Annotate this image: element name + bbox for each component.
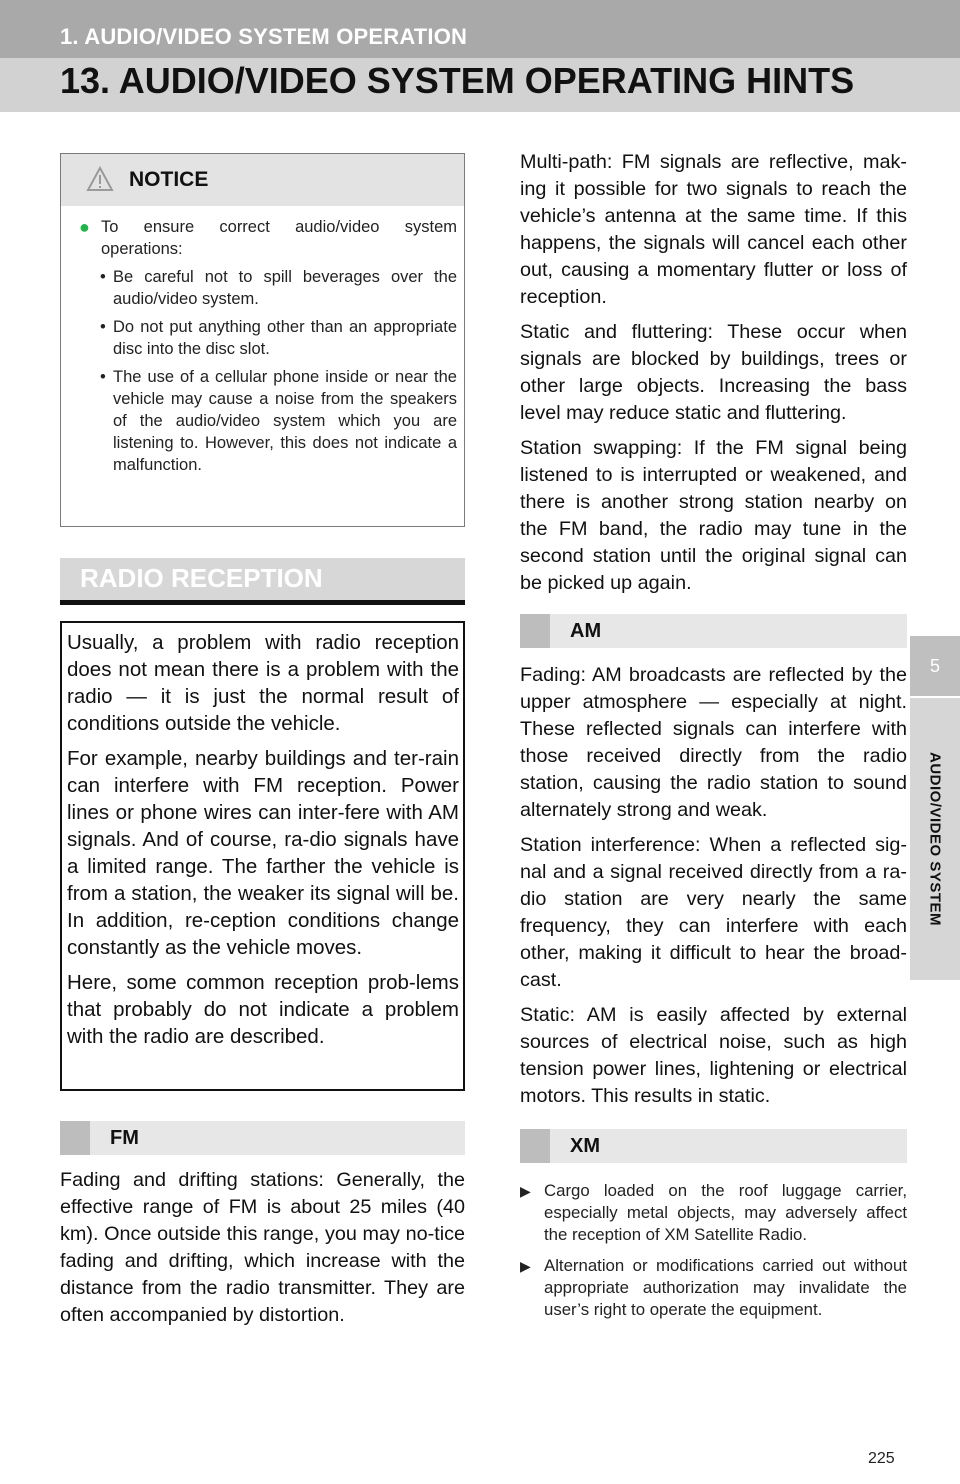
paragraph: Multi-path: FM signals are reflective, m… [520,151,907,308]
bullet-icon: • [100,268,106,286]
page-number: 225 [868,1450,895,1467]
list-item: • Be careful not to spill beverages over … [79,266,457,310]
notice-lead: ● To ensure correct audio/video system o… [79,216,457,260]
paragraph: For example, nearby buildings and ter-ra… [67,747,459,959]
paragraph: Fading: AM broadcasts are reflected by t… [520,664,907,821]
heading-marker [520,1129,550,1163]
list-item-text: Be careful not to spill beverages over t… [113,268,457,308]
bullet-icon: • [100,368,106,386]
list-item: ▶ Alternation or modifications carried ou… [520,1255,907,1321]
heading-marker [60,1121,90,1155]
paragraph: Fading and drifting stations: Generally,… [60,1169,465,1326]
notice-body: ● To ensure correct audio/video system o… [79,216,457,482]
paragraph: Static: AM is easily affected by externa… [520,1004,907,1107]
chapter-tab-label: AUDIO/VIDEO SYSTEM [926,751,944,927]
list-item-text: Alternation or modifications carried out… [544,1256,907,1319]
paragraph: Usually, a problem with radio reception … [67,631,459,735]
page-header: 1. AUDIO/VIDEO SYSTEM OPERATION 13. AUDI… [0,0,960,112]
page-title: 13. AUDIO/VIDEO SYSTEM OPERATING HINTS [60,60,855,101]
paragraph: Station swapping: If the FM signal being… [520,437,907,594]
section-label: 1. AUDIO/VIDEO SYSTEM OPERATION [60,24,468,49]
list-item-text: The use of a cellular phone inside or ne… [113,368,457,474]
green-bullet-icon: ● [79,217,90,237]
list-item: • Do not put anything other than an appro… [79,316,457,360]
fm-heading-label: FM [110,1127,139,1149]
radio-reception-box: Usually, a problem with radio reception … [60,621,465,1091]
warning-icon [86,166,114,191]
notice-lead-text: To ensure correct audio/video system ope… [101,218,457,258]
fm-text-right: Multi-path: FM signals are reflective, m… [520,149,907,605]
chapter-number-tab: 5 [910,636,960,696]
radio-reception-heading-bar [60,558,465,600]
heading-rule [60,600,465,605]
am-heading-label: AM [570,620,602,642]
notice-title: NOTICE [129,168,209,191]
heading-marker [520,614,550,648]
notice-list: • Be careful not to spill beverages over … [79,266,457,476]
paragraph: Station interference: When a reflected s… [520,834,907,991]
triangle-bullet-icon: ▶ [520,1183,531,1199]
list-item: • The use of a cellular phone inside or n… [79,366,457,476]
xm-heading-label: XM [570,1135,600,1157]
bullet-icon: • [100,318,106,336]
fm-heading: FM [60,1121,465,1155]
triangle-bullet-icon: ▶ [520,1258,531,1274]
paragraph: Static and fluttering: These occur when … [520,321,907,424]
notice-box: NOTICE ● To ensure correct audio/video s… [60,153,465,527]
xm-list: ▶ Cargo loaded on the roof luggage carrie… [520,1180,907,1330]
list-item-text: Cargo loaded on the roof luggage carrier… [544,1181,907,1244]
list-item: ▶ Cargo loaded on the roof luggage carrie… [520,1180,907,1246]
list-item-text: Do not put anything other than an approp… [113,318,457,358]
section-banner [0,0,960,58]
am-text: Fading: AM broadcasts are reflected by t… [520,662,907,1118]
paragraph: Here, some common reception prob-lems th… [67,971,459,1048]
chapter-tab [910,698,960,980]
radio-reception-heading: RADIO RECEPTION [80,563,323,593]
fm-text-left: Fading and drifting stations: Generally,… [60,1167,465,1337]
am-heading: AM [520,614,907,648]
xm-heading: XM [520,1129,907,1163]
notice-header: NOTICE [61,154,464,206]
